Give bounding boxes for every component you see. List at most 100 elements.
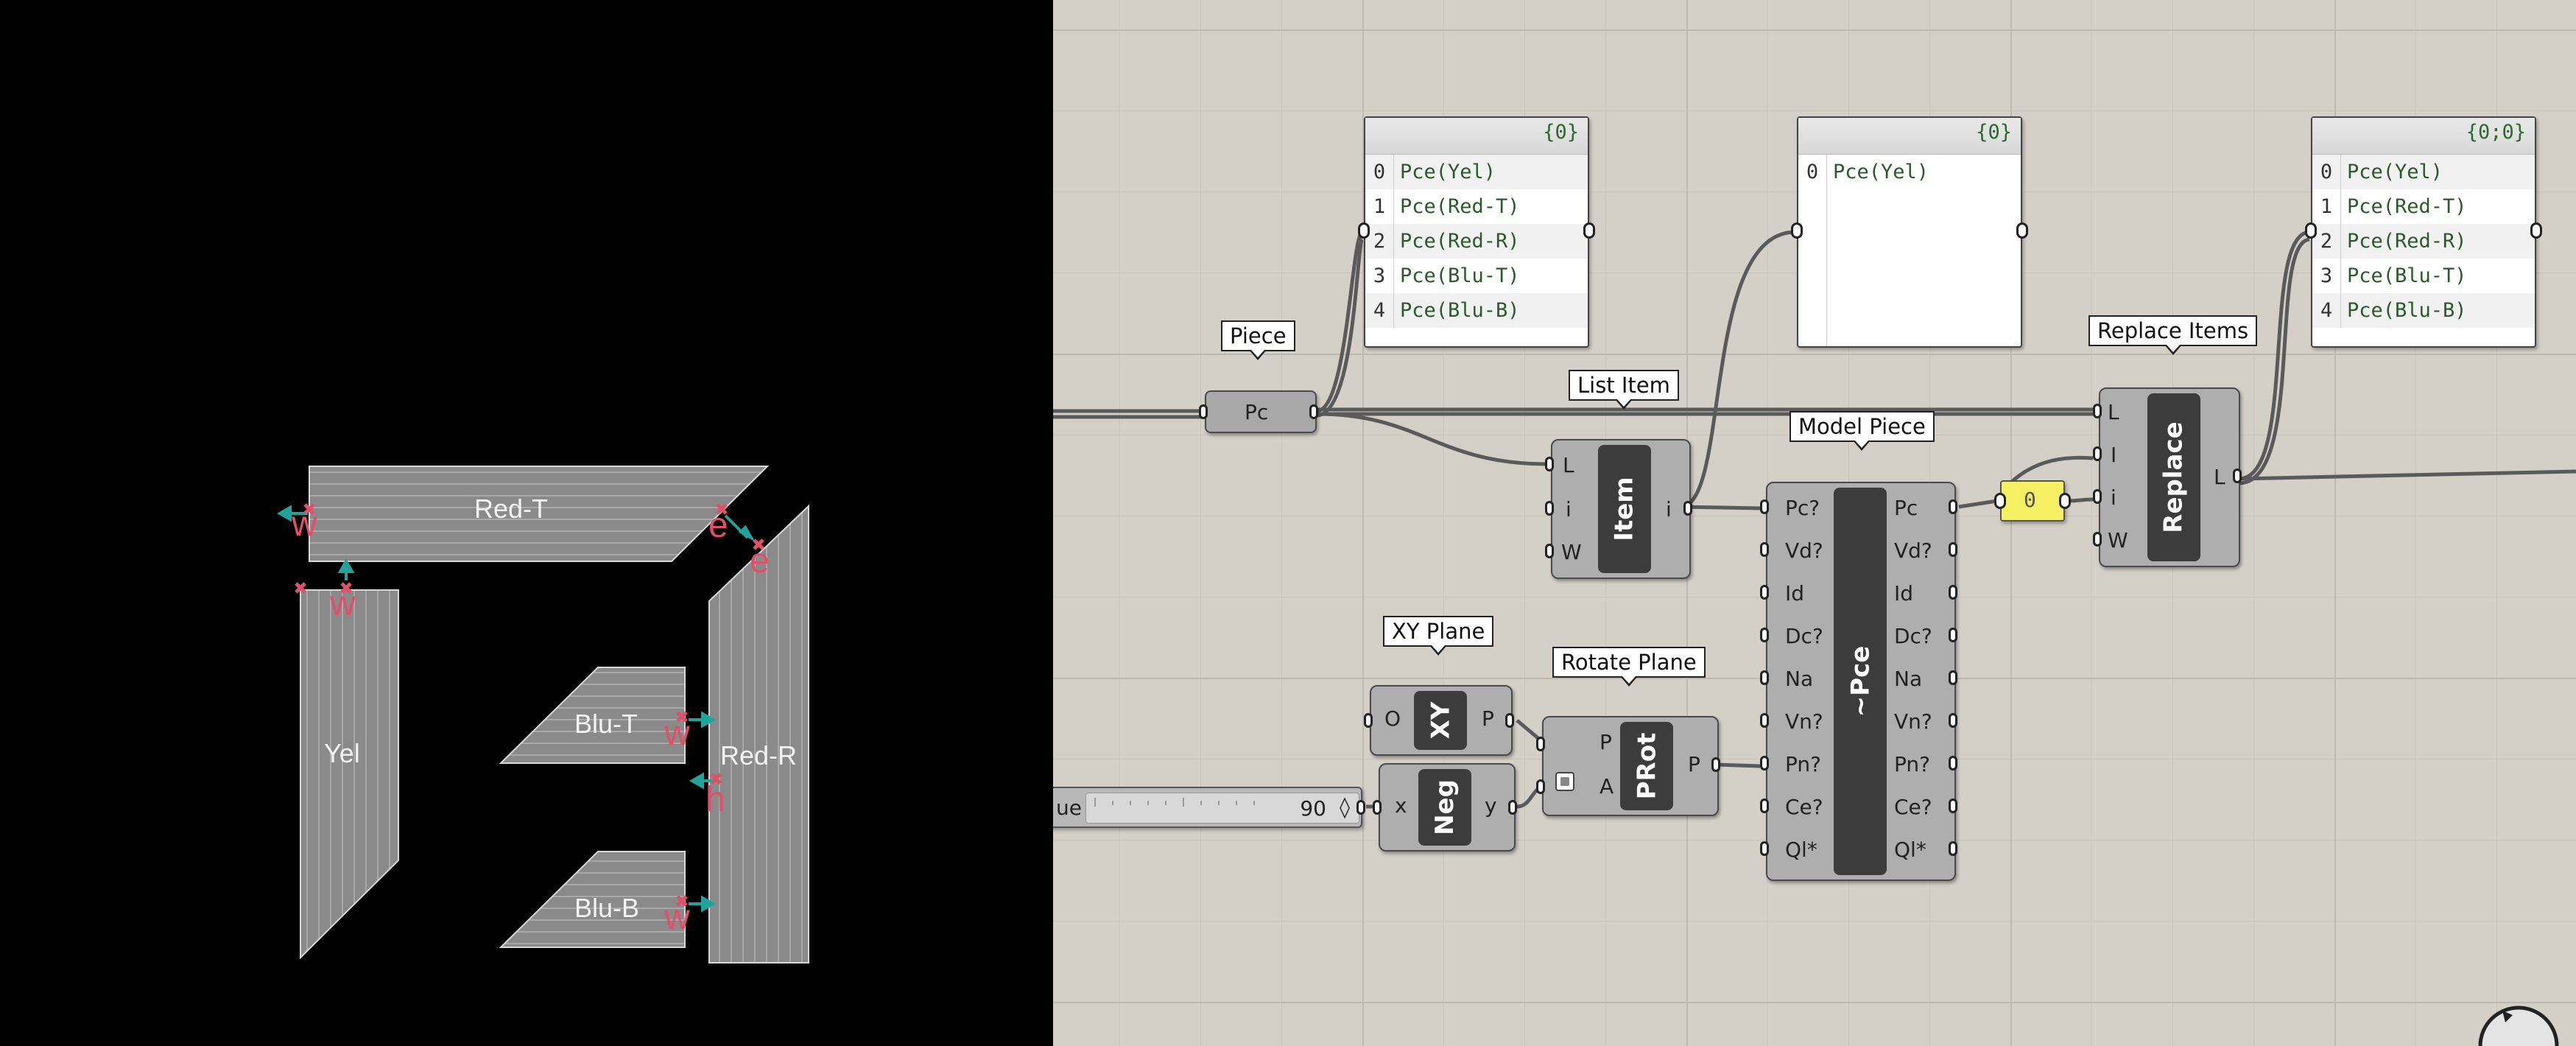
input-grip[interactable] (1545, 501, 1554, 516)
input-label: i (1566, 497, 1572, 522)
input-grip[interactable] (2305, 222, 2317, 239)
input-label: L (1563, 453, 1574, 477)
output-grip[interactable] (1583, 222, 1595, 239)
input-label: Pn? (1785, 752, 1821, 776)
input-label: Id (1785, 581, 1805, 606)
output-grip[interactable] (1949, 585, 1957, 600)
angle-degree-toggle-icon[interactable] (1555, 772, 1574, 791)
input-label: Ql* (1785, 838, 1817, 862)
input-grip[interactable] (1994, 493, 2006, 509)
piece-yel[interactable] (300, 589, 399, 960)
list-item-component[interactable]: L i W Item i (1551, 439, 1691, 579)
input-grip[interactable] (1545, 544, 1554, 558)
piece-blu-t[interactable] (499, 667, 686, 764)
input-label: Dc? (1785, 624, 1823, 648)
output-grip[interactable] (1711, 757, 1720, 772)
output-label: Dc? (1894, 624, 1932, 648)
annotation-w: w (664, 714, 690, 753)
input-grip[interactable] (2093, 532, 2102, 547)
input-grip[interactable] (1791, 222, 1803, 239)
input-grip[interactable] (1760, 628, 1769, 642)
point-markers (295, 503, 764, 907)
output-grip[interactable] (1949, 713, 1957, 728)
input-grip[interactable] (2093, 489, 2102, 504)
output-label: Ql* (1894, 838, 1926, 862)
tooltip-piece: Piece (1221, 320, 1295, 360)
piece-label-blu-t: Blu-T (574, 709, 638, 739)
output-grip[interactable] (2530, 222, 2542, 239)
number-slider[interactable]: ue 90 ◊ (1053, 787, 1362, 828)
input-grip[interactable] (1760, 585, 1769, 600)
input-grip[interactable] (1536, 779, 1545, 794)
input-grip[interactable] (1358, 222, 1370, 239)
input-grip[interactable] (1760, 798, 1769, 813)
output-grip[interactable] (2059, 493, 2071, 509)
slider-label: ue (1056, 796, 1082, 820)
rhino-viewport[interactable]: Red-T Red-R Yel Blu-T Blu-B w w e e w h … (0, 0, 1053, 1046)
piece-parameter[interactable]: Pc (1205, 390, 1317, 433)
output-label: L (2214, 465, 2225, 489)
input-grip[interactable] (1536, 737, 1545, 751)
xy-plane-component[interactable]: O XY P (1370, 685, 1513, 756)
negative-component[interactable]: x Neg y (1379, 763, 1516, 852)
rotate-plane-component[interactable]: P A PRot P (1542, 716, 1719, 816)
input-grip[interactable] (1760, 841, 1769, 856)
panel-path-header: {0} (1798, 118, 2021, 155)
piece-red-r[interactable] (708, 504, 809, 963)
input-grip[interactable] (2093, 404, 2102, 418)
output-label: Ce? (1894, 795, 1932, 819)
output-grip[interactable] (1949, 499, 1957, 514)
model-piece-component[interactable]: Pc? Vd? Id Dc? Na Vn? Pn? Ce? Ql* ~Pce P… (1766, 482, 1956, 881)
replace-items-component[interactable]: L I i W Replace L (2099, 387, 2240, 567)
tooltip-replace-items: Replace Items (2088, 315, 2258, 355)
output-grip[interactable] (1508, 800, 1517, 815)
input-grip[interactable] (1364, 713, 1373, 728)
canvas-navigation-widget[interactable] (2467, 1002, 2570, 1046)
number-panel[interactable]: 0 (2000, 480, 2065, 522)
output-grip[interactable] (1949, 798, 1957, 813)
output-grip[interactable] (2233, 468, 2242, 483)
input-grip[interactable] (1760, 756, 1769, 771)
input-grip[interactable] (1373, 800, 1382, 815)
input-grip[interactable] (1199, 404, 1208, 419)
output-grip[interactable] (1683, 501, 1692, 516)
number-panel-value: 0 (2024, 488, 2036, 512)
output-grip[interactable] (1949, 670, 1957, 685)
input-grip[interactable] (1760, 542, 1769, 557)
input-grip[interactable] (1545, 457, 1554, 471)
input-grip[interactable] (1760, 713, 1769, 728)
output-grip[interactable] (1949, 756, 1957, 771)
tooltip-rotate-plane: Rotate Plane (1552, 647, 1706, 687)
slider-ticks (1094, 798, 1255, 807)
slider-handle-icon[interactable]: ◊ (1340, 795, 1350, 819)
slider-track[interactable]: 90 ◊ (1085, 793, 1359, 824)
input-label: x (1395, 793, 1407, 818)
output-grip[interactable] (1309, 404, 1318, 419)
output-grip[interactable] (2016, 222, 2028, 239)
piece-blu-b[interactable] (499, 851, 686, 948)
input-label: O (1384, 706, 1401, 731)
output-label: P (1688, 752, 1700, 776)
input-grip[interactable] (2093, 446, 2102, 461)
output-grip[interactable] (1356, 800, 1365, 815)
output-grip[interactable] (1949, 542, 1957, 557)
input-label: Vd? (1785, 538, 1823, 563)
input-grip[interactable] (1760, 499, 1769, 514)
output-grip[interactable] (1949, 841, 1957, 856)
output-grip[interactable] (1505, 713, 1514, 728)
output-grip[interactable] (1949, 628, 1957, 642)
input-grip[interactable] (1760, 670, 1769, 685)
annotation-w: w (664, 898, 690, 937)
piece-red-t[interactable] (309, 466, 770, 562)
panel-index-column (1826, 189, 1827, 346)
